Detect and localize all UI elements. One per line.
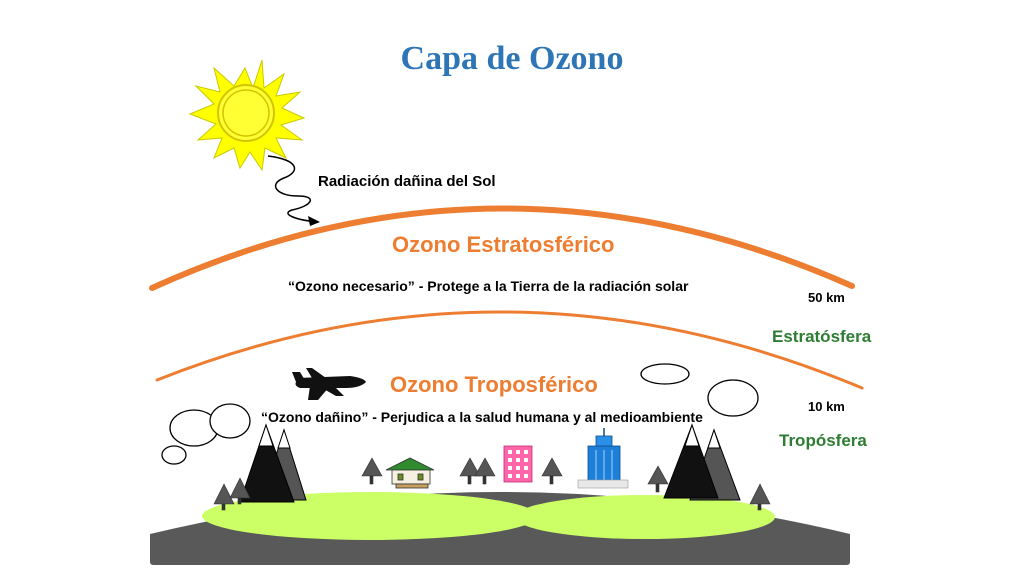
stratospheric-ozone-title: Ozono Estratosférico [392,232,615,257]
tropopause-arc [155,310,864,390]
airplane-icon [292,368,366,400]
radiation-arrow [267,155,320,226]
sun-icon [188,59,306,172]
page-title: Capa de Ozono [400,40,624,77]
sun-radiation-label: Radiación dañina del Sol [318,173,496,190]
stratospheric-ozone-description: “Ozono necesario” - Protege a la Tierra … [288,278,689,294]
altitude-50km-label: 50 km [808,290,845,305]
cloud-icon [640,363,690,385]
apartment-building-icon [503,445,533,483]
tree-icon [213,457,771,511]
mountain-icon [239,423,307,503]
cloud-icon [707,379,759,417]
troposphere-label: Tropósfera [779,431,867,450]
mountain-icon [663,423,741,501]
tropospheric-ozone-description: “Ozono dañino” - Perjudica a la salud hu… [261,409,703,425]
skyscraper-icon [577,428,629,489]
earth-ground [150,492,850,565]
tropospheric-ozone-title: Ozono Troposférico [390,372,598,397]
cloud-icon [161,403,251,465]
house-icon [385,457,435,489]
stratospheric-ozone-arc [149,205,855,291]
altitude-10km-label: 10 km [808,399,845,414]
stratosphere-label: Estratósfera [772,327,872,346]
